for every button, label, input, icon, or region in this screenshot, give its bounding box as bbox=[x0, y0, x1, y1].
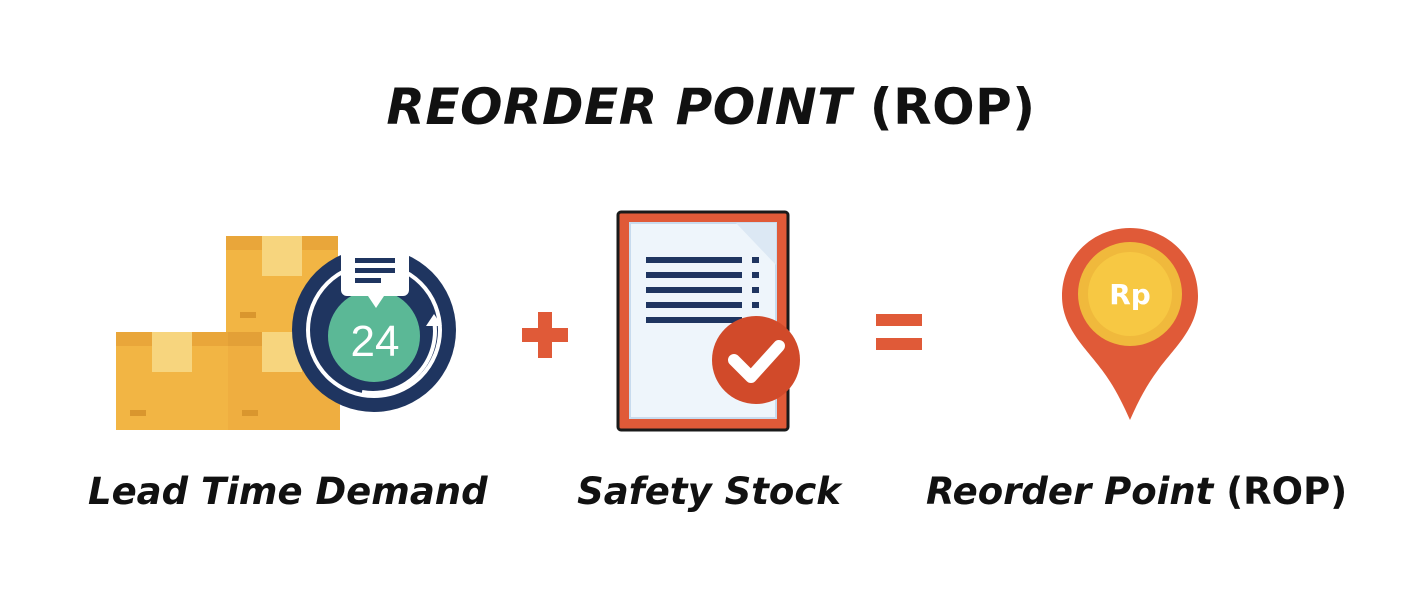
checkmark-badge bbox=[712, 316, 800, 404]
label-safety-stock: Safety Stock bbox=[577, 470, 841, 513]
boxes-24-hour-clock-icon: 24 bbox=[116, 236, 456, 430]
title-plain-part: (ROP) bbox=[869, 78, 1036, 136]
clock-face bbox=[328, 290, 420, 382]
equals-icon bbox=[876, 314, 922, 350]
label-reorder-point-italic: Reorder Point bbox=[926, 470, 1214, 513]
plus-icon bbox=[522, 312, 568, 358]
coin-currency-label: Rp bbox=[1109, 278, 1151, 311]
coin-inner bbox=[1088, 252, 1172, 336]
clock-24-badge: 24 bbox=[351, 317, 400, 366]
label-lead-time-demand: Lead Time Demand bbox=[88, 470, 488, 513]
label-reorder-point: Reorder Point (ROP) bbox=[926, 470, 1347, 513]
title-italic-part: REORDER POINT bbox=[386, 78, 852, 136]
clipboard-checklist-icon bbox=[616, 210, 800, 432]
checkmark-icon bbox=[728, 340, 785, 383]
label-reorder-point-plain: (ROP) bbox=[1226, 470, 1348, 513]
location-pin-coin-icon: Rp bbox=[1062, 228, 1198, 420]
page-title: REORDER POINT (ROP) bbox=[0, 78, 1422, 136]
